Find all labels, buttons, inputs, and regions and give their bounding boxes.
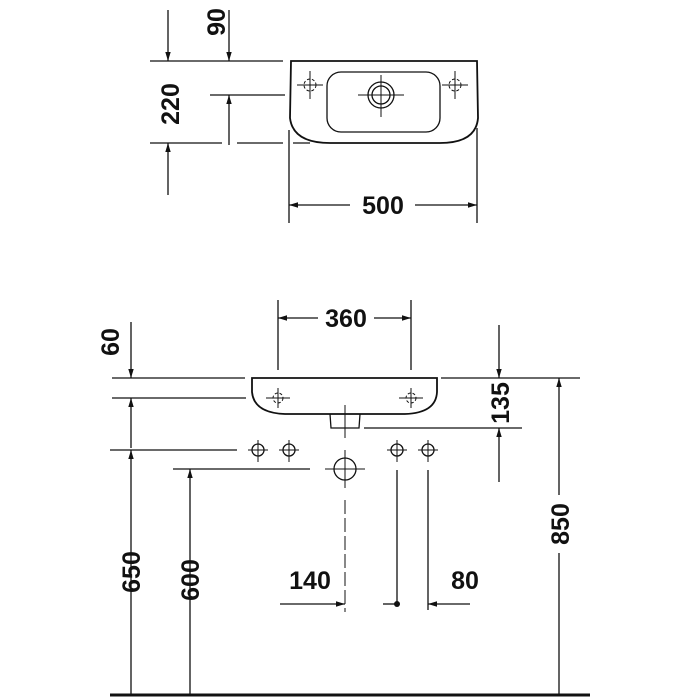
supply-hole-icon	[387, 440, 407, 462]
tap-mark-right-icon	[399, 388, 423, 408]
dim-220: 220	[157, 83, 185, 125]
front-view: 360 60 650 600 135 850 140 80	[97, 300, 590, 697]
basin-outline	[326, 71, 441, 133]
dim-135: 135	[487, 382, 515, 424]
dim-90: 90	[203, 8, 231, 36]
tap-hole-left-icon	[297, 71, 323, 99]
supply-hole-icon	[418, 440, 438, 462]
dim-60: 60	[97, 328, 125, 356]
dim-500: 500	[362, 192, 404, 220]
supply-holes	[248, 440, 438, 488]
dim-650: 650	[118, 551, 146, 593]
sink-outline-top	[289, 60, 479, 144]
drain-icon	[358, 75, 404, 117]
dim-850: 850	[547, 503, 575, 545]
tap-hole-right-icon	[442, 71, 468, 99]
dim-600: 600	[177, 559, 205, 601]
reference-dot	[394, 601, 400, 607]
supply-hole-icon	[248, 440, 268, 462]
dim-140: 140	[289, 567, 331, 595]
waste-hole-icon	[325, 450, 365, 488]
dim-80: 80	[451, 567, 479, 595]
supply-hole-icon	[279, 440, 299, 462]
dim-360: 360	[325, 305, 367, 333]
tap-mark-left-icon	[266, 388, 290, 408]
top-view: 90 220 500	[150, 8, 479, 223]
sink-outline-front	[251, 377, 438, 415]
